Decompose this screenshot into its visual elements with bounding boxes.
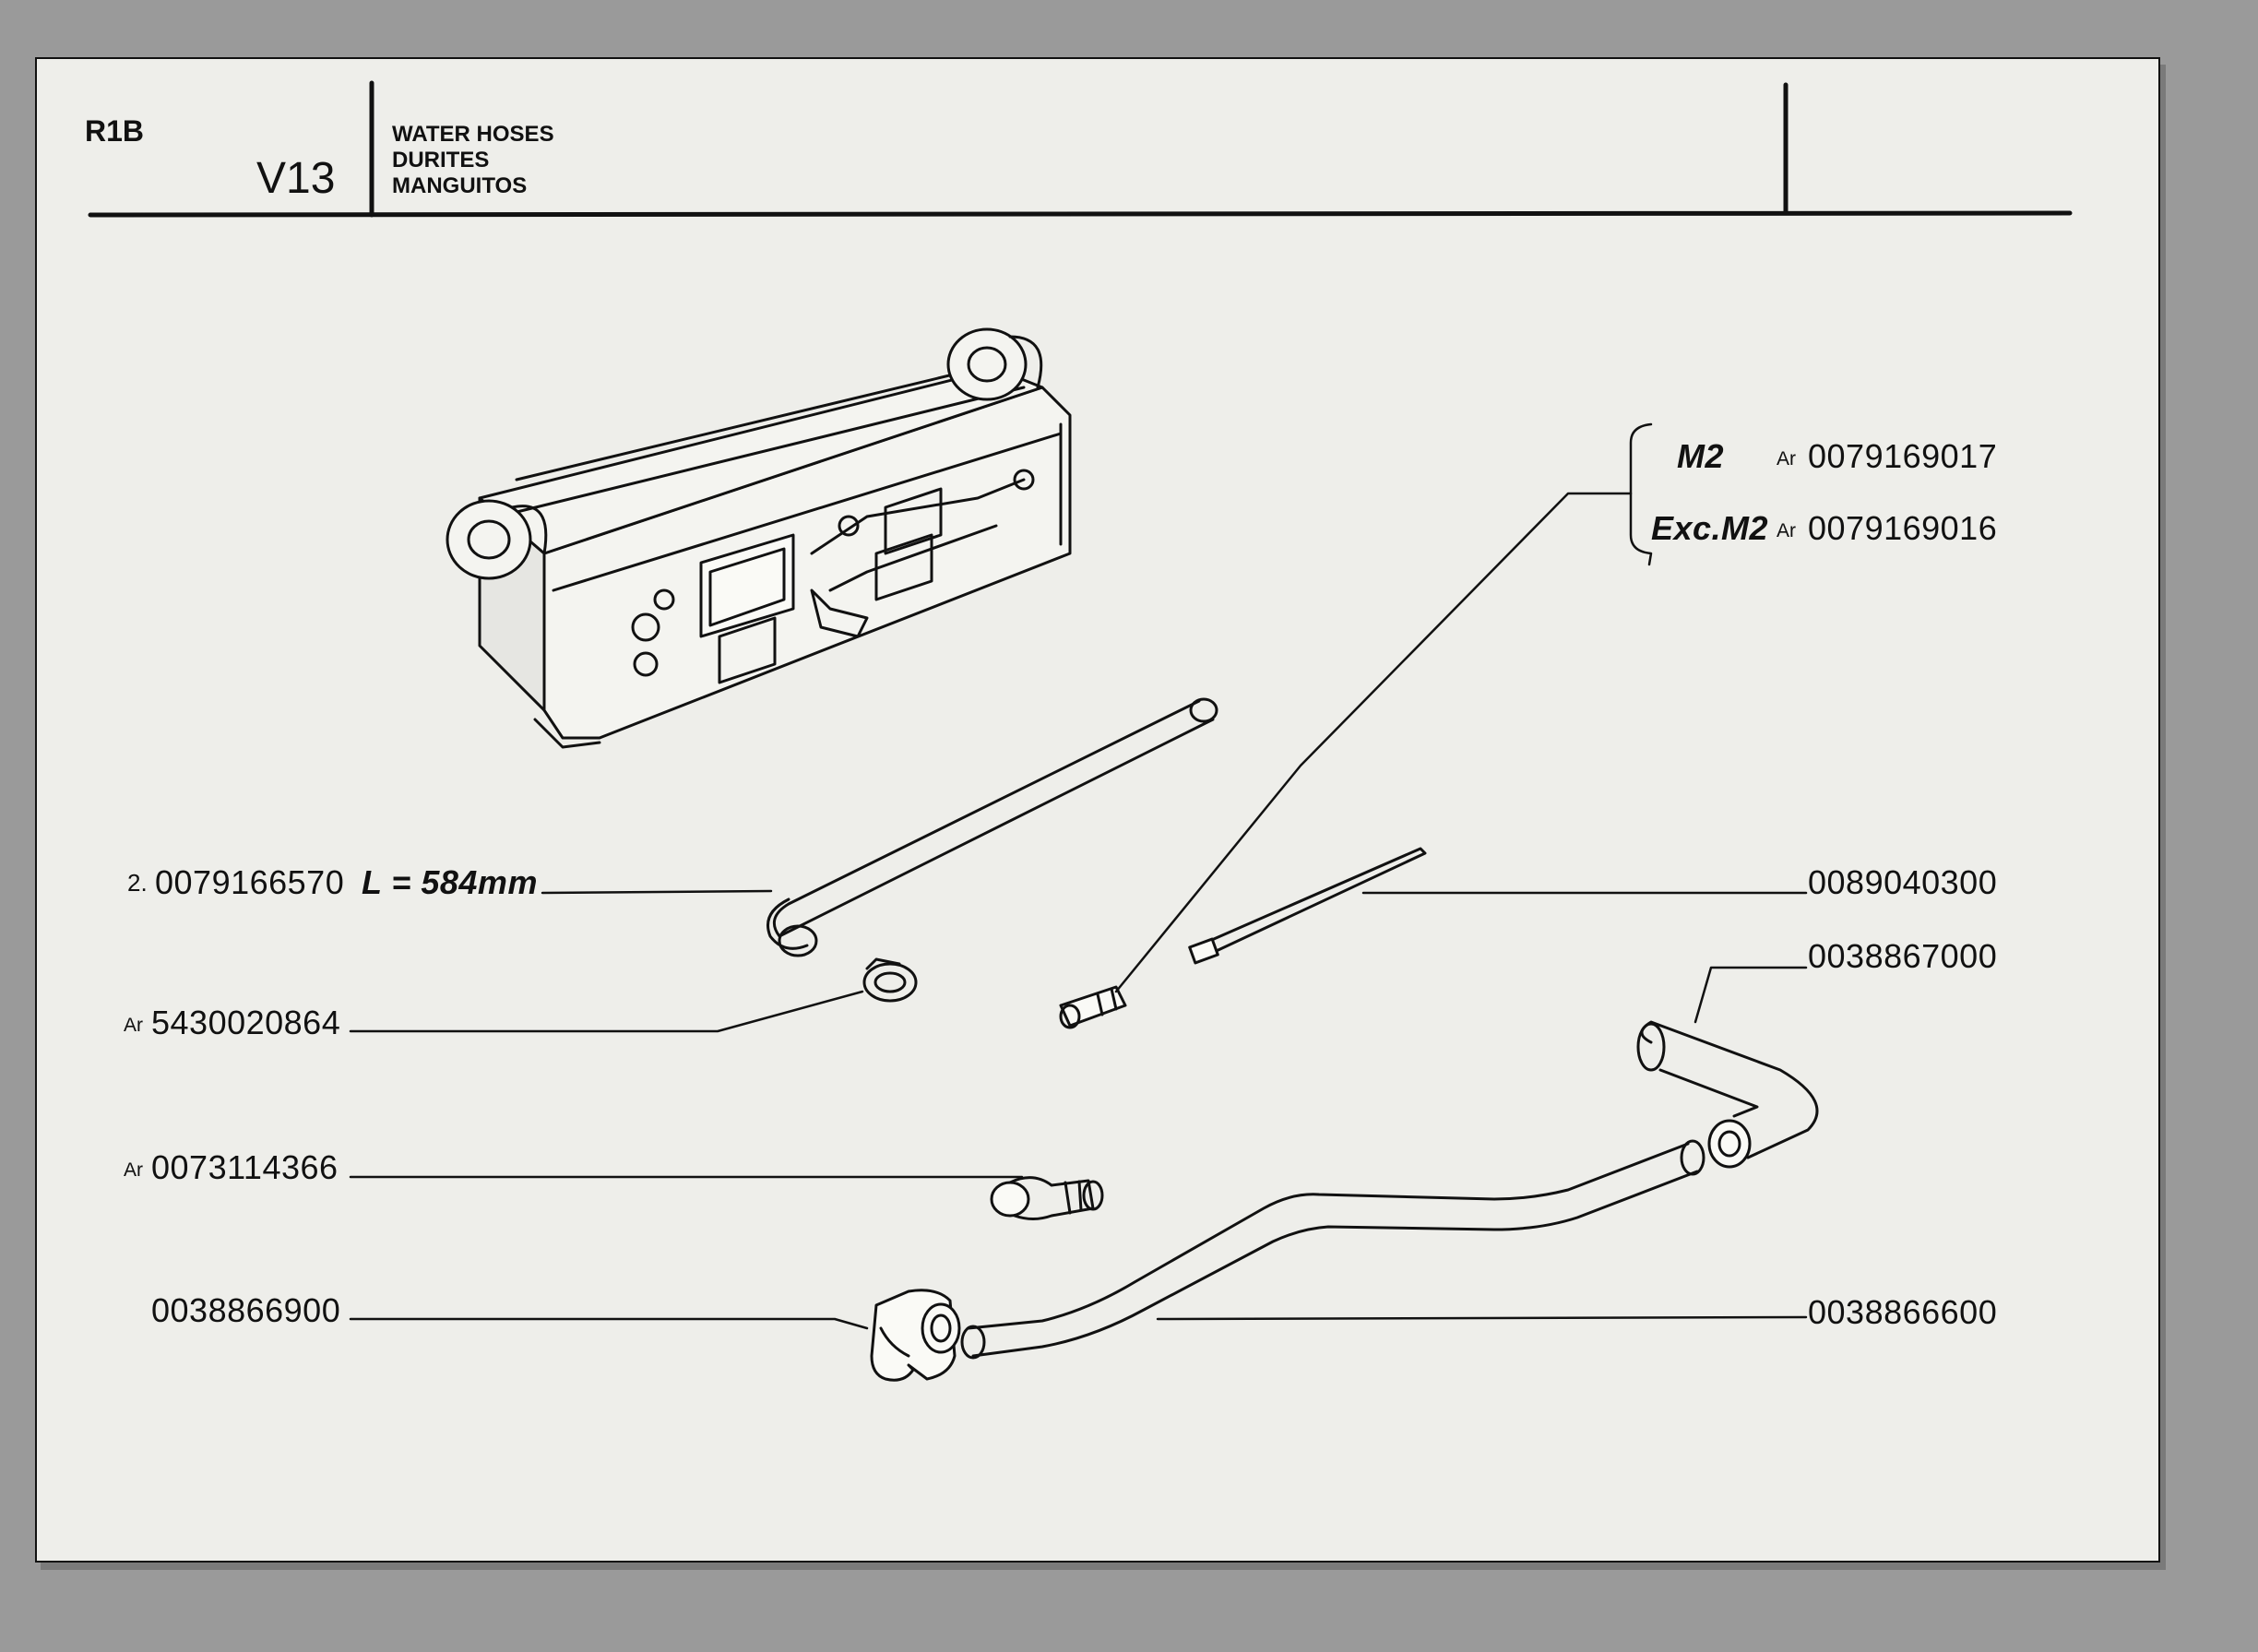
variant-excm2-prefix: Ar (1777, 520, 1796, 541)
hose-bent-part: 0038867000 (1808, 937, 1998, 975)
variant-m2-part: 0079169017 (1808, 437, 1998, 475)
elbow-large-illustration (870, 1289, 961, 1382)
hose-long-index: 2. (127, 869, 148, 897)
clamp-prefix: Ar (124, 1015, 143, 1036)
elbow-small-part: 0073114366 (151, 1148, 339, 1186)
variant-excm2-part: 0079169016 (1808, 509, 1998, 547)
tie-strap-part: 0089040300 (1808, 863, 1998, 901)
elbow-large-part: 0038866900 (151, 1291, 341, 1329)
elbow-small-prefix: Ar (124, 1159, 143, 1181)
hose-main-illustration (960, 1139, 1705, 1360)
clamp-illustration (862, 957, 918, 1003)
hose-bent-illustration (1636, 1020, 1819, 1169)
hose-long-part: 0079166570 (155, 863, 345, 901)
elbow-small-illustration (990, 1176, 1104, 1220)
clamp-part: 5430020864 (151, 1004, 341, 1041)
title-en: WATER HOSES (392, 122, 554, 147)
header-rules (88, 80, 2073, 218)
connector-illustration (1059, 985, 1127, 1029)
hose-long-length: L = 584mm (362, 863, 538, 901)
parts-sheet (35, 57, 2160, 1563)
variant-excm2-cond: Exc.M2 (1651, 509, 1769, 547)
variant-m2-cond: M2 (1677, 437, 1725, 475)
heater-core-illustration (446, 327, 1072, 749)
hose-long-illustration (767, 697, 1218, 957)
leader-lines (349, 422, 1808, 1330)
title-fr: DURITES (392, 148, 490, 172)
title-es: MANGUITOS (392, 173, 528, 198)
group-code: V13 (256, 154, 336, 203)
hose-main-part: 0038866600 (1808, 1293, 1998, 1331)
tie-strap-illustration (1188, 847, 1427, 965)
section-code: R1B (85, 114, 145, 148)
variant-m2-prefix: Ar (1777, 448, 1796, 469)
